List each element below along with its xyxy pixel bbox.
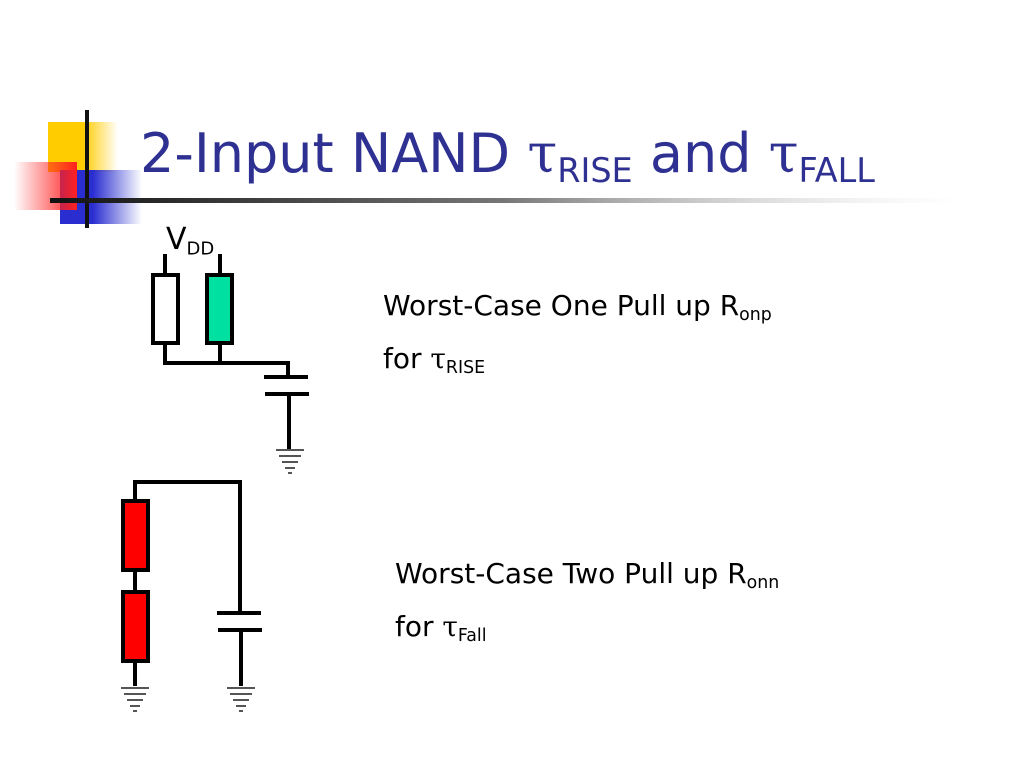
ground-icon — [276, 449, 304, 474]
resistor-on-green — [205, 273, 234, 345]
pullup-circuit — [151, 254, 309, 474]
title-underline — [50, 198, 960, 203]
rise-description: Worst-Case One Pull up Ronp for τRISE — [383, 289, 772, 379]
fall-description: Worst-Case Two Pull up Ronn for τFall — [395, 557, 780, 647]
slide-title: 2-Input NAND τRISE and τFALL — [140, 122, 875, 191]
vdd-label: VDD — [166, 222, 215, 260]
ground-icon — [227, 687, 255, 712]
resistor-red — [121, 590, 150, 663]
resistor-red — [121, 499, 150, 572]
resistor-off — [151, 273, 180, 345]
pulldown-circuit — [121, 480, 262, 712]
ground-icon — [121, 687, 149, 712]
logo-decoration — [14, 110, 142, 228]
